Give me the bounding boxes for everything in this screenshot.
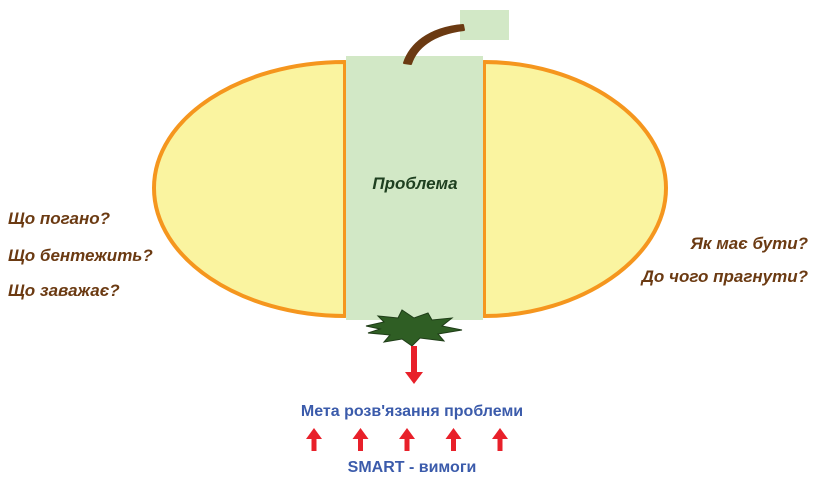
up-arrows-group (306, 428, 508, 451)
right-question-1: Як має бути? (690, 234, 809, 253)
right-apple-half (484, 62, 666, 316)
up-arrow-icon (446, 428, 462, 451)
left-question-1: Що погано? (8, 209, 111, 228)
up-arrow-icon (399, 428, 415, 451)
right-question-2: До чого прагнути? (640, 267, 809, 286)
down-arrow-icon (405, 346, 423, 384)
left-question-2: Що бентежить? (8, 246, 153, 265)
up-arrow-icon (353, 428, 369, 451)
smart-requirements-label: SMART - вимоги (348, 459, 477, 476)
left-apple-half (154, 62, 345, 316)
up-arrow-icon (492, 428, 508, 451)
up-arrow-icon (306, 428, 322, 451)
goal-label: Мета розв'язання проблеми (301, 403, 523, 420)
left-question-3: Що заважає? (8, 281, 120, 300)
tag-rectangle (460, 10, 509, 40)
center-problem-label: Проблема (372, 174, 457, 193)
